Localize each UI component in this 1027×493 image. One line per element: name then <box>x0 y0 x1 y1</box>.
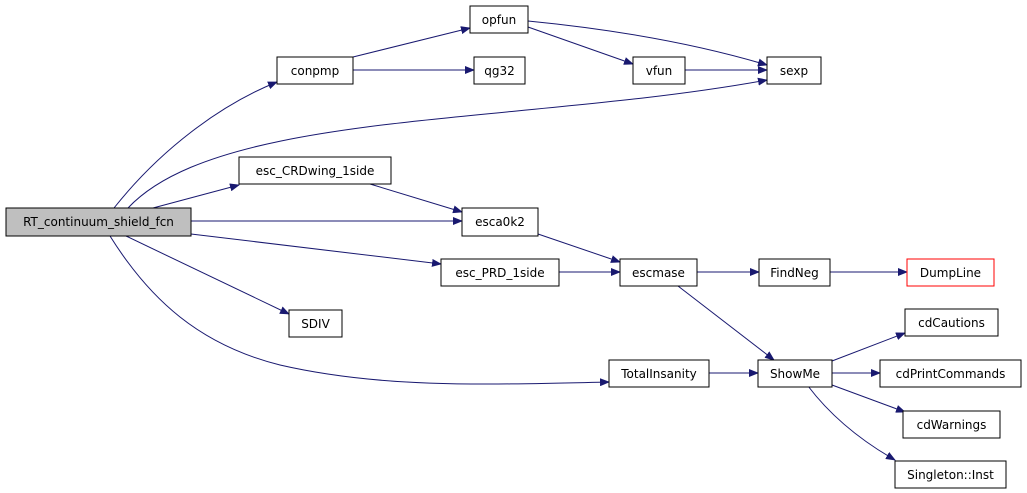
edge-opfun-sexp <box>527 20 768 67</box>
node-opfun[interactable]: opfun <box>469 5 529 34</box>
node-sdiv[interactable]: SDIV <box>288 309 343 338</box>
node-vfun-label: vfun <box>646 64 673 78</box>
node-totalinsanity-label: TotalInsanity <box>620 367 697 381</box>
node-cdwarnings-label: cdWarnings <box>917 418 987 432</box>
edge-root-totalinsanity <box>109 235 610 387</box>
node-opfun-label: opfun <box>482 13 516 27</box>
edge-root-esc-crdwing <box>152 183 240 209</box>
node-conpmp-label: conpmp <box>291 64 339 78</box>
edge-esca0k2-escmase <box>537 233 621 263</box>
node-escmase[interactable]: escmase <box>619 258 698 287</box>
node-cdwarnings[interactable]: cdWarnings <box>902 410 1001 439</box>
node-singleton[interactable]: Singleton::Inst <box>894 460 1007 489</box>
node-esc-prd-label: esc_PRD_1side <box>455 266 544 280</box>
node-escmase-label: escmase <box>632 266 685 280</box>
node-sexp-label: sexp <box>780 64 808 78</box>
edge-conpmp-opfun <box>352 26 471 58</box>
node-root[interactable]: RT_continuum_shield_fcn <box>5 207 192 237</box>
edge-showme-cdwarnings <box>831 384 906 413</box>
edges <box>109 20 908 461</box>
edge-opfun-vfun <box>527 26 634 65</box>
node-esc-prd[interactable]: esc_PRD_1side <box>440 258 560 287</box>
node-conpmp[interactable]: conpmp <box>276 56 354 85</box>
node-dumpline[interactable]: DumpLine <box>906 258 995 287</box>
node-singleton-label: Singleton::Inst <box>907 468 994 482</box>
node-qg32-label: qg32 <box>484 64 515 78</box>
node-showme[interactable]: ShowMe <box>757 359 833 388</box>
edge-root-conpmp <box>113 81 278 209</box>
edge-root-sexp <box>127 77 768 209</box>
edge-crdwing-esca0k2 <box>369 183 463 214</box>
edge-escmase-showme <box>677 285 775 361</box>
node-esca0k2[interactable]: esca0k2 <box>461 207 539 237</box>
edge-root-esc-prd <box>190 233 442 267</box>
edge-root-sdiv <box>125 235 290 315</box>
node-totalinsanity[interactable]: TotalInsanity <box>608 359 710 388</box>
node-sexp[interactable]: sexp <box>766 56 822 85</box>
node-showme-label: ShowMe <box>770 367 820 381</box>
node-esc-crdwing-label: esc_CRDwing_1side <box>256 164 375 178</box>
edge-showme-singleton <box>807 385 896 461</box>
node-cdcautions[interactable]: cdCautions <box>904 308 999 337</box>
node-esca0k2-label: esca0k2 <box>475 215 525 229</box>
node-cdcautions-label: cdCautions <box>918 316 985 330</box>
node-dumpline-label: DumpLine <box>920 266 981 280</box>
nodes: RT_continuum_shield_fcn conpmp opfun qg3… <box>5 5 1022 489</box>
node-findneg[interactable]: FindNeg <box>758 258 831 287</box>
node-cdprintcommands[interactable]: cdPrintCommands <box>879 359 1022 388</box>
node-cdprintcommands-label: cdPrintCommands <box>896 367 1006 381</box>
node-root-label: RT_continuum_shield_fcn <box>23 215 174 229</box>
node-qg32[interactable]: qg32 <box>473 56 526 85</box>
edge-showme-cdcautions <box>831 332 906 362</box>
node-esc-crdwing[interactable]: esc_CRDwing_1side <box>238 156 392 185</box>
node-findneg-label: FindNeg <box>770 266 819 280</box>
node-vfun[interactable]: vfun <box>632 56 686 85</box>
node-sdiv-label: SDIV <box>301 317 330 331</box>
